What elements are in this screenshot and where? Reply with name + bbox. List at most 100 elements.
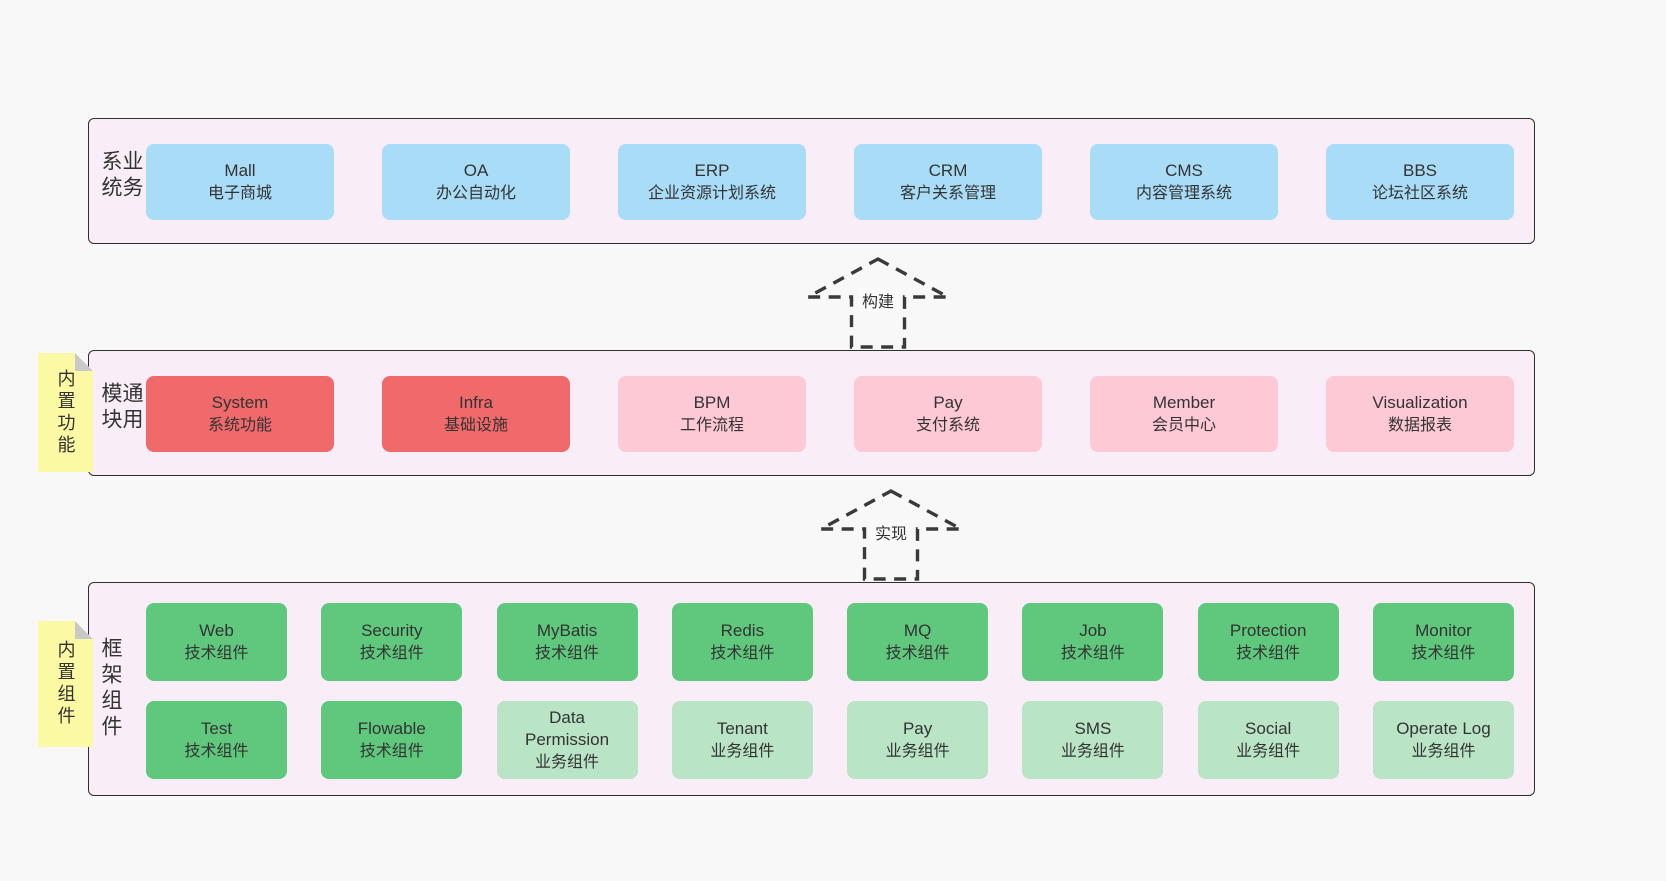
box-sms: SMS 业务组件 [1022, 701, 1164, 779]
box-subtitle: 业务组件 [535, 753, 600, 771]
box-subtitle: 企业资源计划系统 [647, 184, 776, 202]
box-infra: Infra 基础设施 [382, 376, 570, 452]
box-title: Pay [902, 718, 933, 738]
box-cms: CMS 内容管理系统 [1090, 144, 1278, 220]
up-arrow-icon [807, 257, 949, 349]
band3-row1: Web 技术组件 Security 技术组件 MyBatis 技术组件 Redi… [146, 603, 1514, 681]
box-title: MQ [903, 620, 932, 640]
box-subtitle: 技术组件 [184, 644, 249, 662]
box-mybatis: MyBatis 技术组件 [496, 603, 638, 681]
box-subtitle: 业务组件 [1060, 742, 1125, 760]
box-title: Tenant [716, 718, 768, 738]
box-subtitle: 办公自动化 [435, 184, 516, 202]
box-title: Protection [1229, 620, 1307, 640]
box-title: Operate Log [1396, 718, 1491, 738]
box-pay-biz: Pay 业务组件 [847, 701, 989, 779]
box-title: Infra [458, 392, 494, 412]
box-subtitle: 系统功能 [207, 416, 272, 434]
box-subtitle: 论坛社区系统 [1371, 184, 1468, 202]
box-title: Social [1245, 718, 1292, 738]
box-title: Member [1152, 392, 1216, 412]
box-subtitle: 技术组件 [184, 742, 249, 760]
box-title: Mall [224, 160, 256, 180]
band1-row: Mall 电子商城 OA 办公自动化 ERP 企业资源计划系统 CRM 客户关系… [146, 144, 1514, 220]
box-title: Web [199, 620, 234, 640]
box-title: Job [1079, 620, 1107, 640]
box-system: System 系统功能 [146, 376, 334, 452]
box-bbs: BBS 论坛社区系统 [1326, 144, 1514, 220]
up-arrow-icon [820, 489, 962, 581]
box-test: Test 技术组件 [146, 701, 287, 779]
box-title: Security [361, 620, 423, 640]
box-bpm: BPM 工作流程 [618, 376, 806, 452]
box-mq: MQ 技术组件 [847, 603, 989, 681]
box-redis: Redis 技术组件 [671, 603, 813, 681]
arrow-implement-label: 实现 [870, 520, 912, 544]
band3-row2: Test 技术组件 Flowable 技术组件 Data Permission … [146, 701, 1514, 779]
box-title: Data Permission [525, 707, 610, 749]
box-subtitle: 技术组件 [535, 644, 600, 662]
box-title: System [211, 392, 269, 412]
box-subtitle: 业务组件 [1411, 742, 1476, 760]
note-built-in-features: 内置功能 [38, 353, 93, 472]
box-operate-log: Operate Log 业务组件 [1372, 701, 1514, 779]
box-title: MyBatis [536, 620, 598, 640]
band-label-common-modules: 通用模块 [99, 382, 143, 434]
box-title: BPM [693, 392, 731, 412]
box-title: CMS [1165, 160, 1203, 180]
box-protection: Protection 技术组件 [1197, 603, 1339, 681]
band-framework-components: 框架组件 Web 技术组件 Security 技术组件 MyBatis 技术组件… [88, 582, 1535, 796]
box-erp: ERP 企业资源计划系统 [618, 144, 806, 220]
box-title: Test [200, 718, 233, 738]
box-title: CRM [928, 160, 968, 180]
box-subtitle: 技术组件 [1060, 644, 1125, 662]
box-title: SMS [1074, 718, 1112, 738]
box-subtitle: 技术组件 [359, 644, 424, 662]
box-subtitle: 内容管理系统 [1135, 184, 1232, 202]
arrow-build: 构建 [805, 256, 951, 350]
box-title: BBS [1402, 160, 1438, 180]
box-mall: Mall 电子商城 [146, 144, 334, 220]
box-title: Visualization [1372, 392, 1468, 412]
box-subtitle: 业务组件 [1236, 742, 1301, 760]
box-job: Job 技术组件 [1022, 603, 1164, 681]
box-title: Redis [720, 620, 765, 640]
box-crm: CRM 客户关系管理 [854, 144, 1042, 220]
box-subtitle: 技术组件 [1411, 644, 1476, 662]
band-label-business-systems: 业务系统 [99, 150, 143, 202]
box-subtitle: 基础设施 [443, 416, 508, 434]
box-subtitle: 数据报表 [1387, 416, 1452, 434]
box-subtitle: 业务组件 [710, 742, 775, 760]
box-subtitle: 客户关系管理 [899, 184, 996, 202]
box-web: Web 技术组件 [146, 603, 287, 681]
box-subtitle: 技术组件 [1236, 644, 1301, 662]
box-title: OA [463, 160, 489, 180]
box-subtitle: 技术组件 [710, 644, 775, 662]
box-subtitle: 技术组件 [359, 742, 424, 760]
note-built-in-components: 内置组件 [38, 621, 93, 747]
box-subtitle: 电子商城 [207, 184, 272, 202]
box-subtitle: 技术组件 [885, 644, 950, 662]
box-oa: OA 办公自动化 [382, 144, 570, 220]
arrow-implement: 实现 [818, 488, 964, 582]
box-tenant: Tenant 业务组件 [671, 701, 813, 779]
box-security: Security 技术组件 [321, 603, 463, 681]
box-social: Social 业务组件 [1197, 701, 1339, 779]
box-visualization: Visualization 数据报表 [1326, 376, 1514, 452]
box-title: ERP [694, 160, 730, 180]
band-common-modules: 通用模块 System 系统功能 Infra 基础设施 BPM 工作流程 Pay… [88, 350, 1535, 476]
note-text: 内置组件 [55, 640, 76, 728]
band2-row: System 系统功能 Infra 基础设施 BPM 工作流程 Pay 支付系统… [146, 376, 1514, 452]
box-monitor: Monitor 技术组件 [1372, 603, 1514, 681]
box-member: Member 会员中心 [1090, 376, 1278, 452]
box-subtitle: 会员中心 [1151, 416, 1216, 434]
box-title: Monitor [1415, 620, 1472, 640]
note-text: 内置功能 [55, 368, 76, 457]
box-data-permission: Data Permission 业务组件 [496, 701, 638, 779]
box-title: Flowable [357, 718, 426, 738]
box-title: Pay [933, 392, 963, 412]
arrow-build-label: 构建 [857, 288, 899, 312]
band-label-framework-components: 框架组件 [99, 637, 122, 741]
box-subtitle: 工作流程 [679, 416, 744, 434]
